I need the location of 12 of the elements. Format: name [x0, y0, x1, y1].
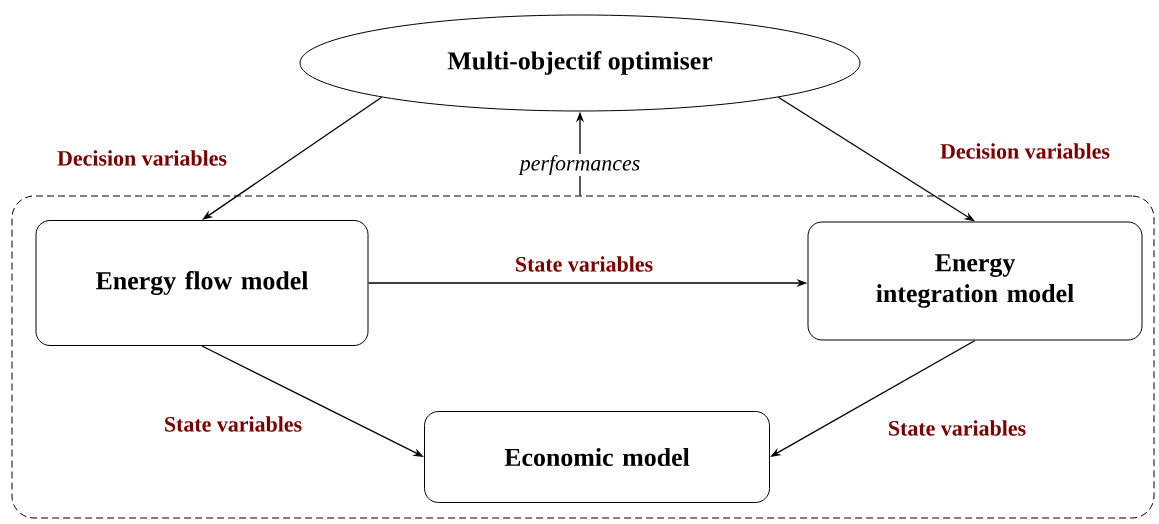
edge-label: State variables [889, 420, 1026, 436]
arrow [202, 96, 383, 220]
model-box: Economic model [424, 411, 770, 503]
model-box: Energy flow model [35, 220, 369, 346]
edge-label: performances [518, 153, 642, 177]
edge-label: State variables [165, 416, 302, 432]
edge-label: State variables [516, 256, 653, 272]
model-box: Energy integration model [807, 221, 1143, 341]
arrow [777, 96, 975, 222]
edge-label: Decision variables [57, 150, 227, 166]
edge-label: Decision variables [940, 143, 1110, 159]
group-frame [11, 195, 1155, 519]
